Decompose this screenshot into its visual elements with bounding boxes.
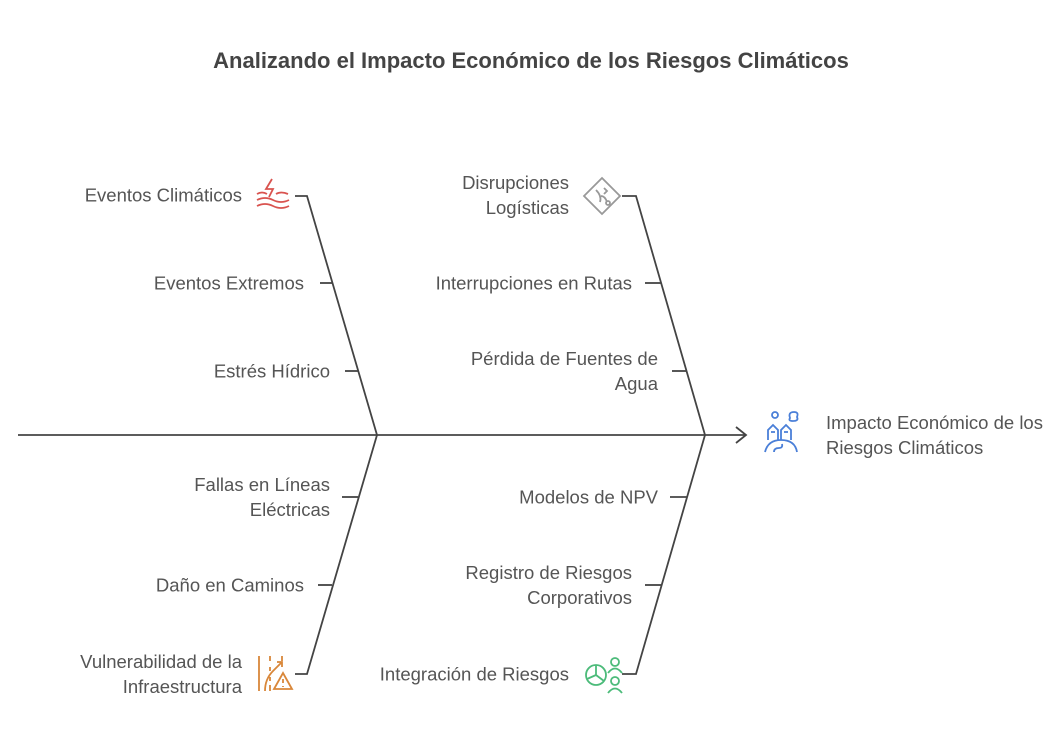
cause-label: Daño en Caminos xyxy=(155,574,304,596)
cause-label: Pérdida de Fuentes de Agua xyxy=(470,348,658,394)
diagram-title: Analizando el Impacto Económico de los R… xyxy=(213,48,849,73)
category-label: Integración de Riesgos xyxy=(379,663,569,685)
route-diamond-icon xyxy=(582,176,622,216)
category-label: Eventos Climáticos xyxy=(84,184,242,206)
effect-label: Impacto Económico de los Riesgos Climáti… xyxy=(826,412,1043,458)
category-label: Disrupciones Logísticas xyxy=(462,172,569,218)
bone-bottom-right xyxy=(622,434,706,675)
pie-people-icon xyxy=(585,657,623,694)
storm-waves-icon xyxy=(256,178,290,209)
cause-label: Interrupciones en Rutas xyxy=(435,272,632,294)
cause-label: Eventos Extremos xyxy=(153,272,304,294)
bone-bottom-left xyxy=(295,434,378,675)
arrow-head xyxy=(735,426,748,444)
category-label: Vulnerabilidad de la Infraestructura xyxy=(80,651,242,697)
cause-label: Fallas en Líneas Eléctricas xyxy=(194,474,330,520)
cause-label: Estrés Hídrico xyxy=(213,360,330,382)
cause-label: Modelos de NPV xyxy=(519,486,658,508)
bone-top-left xyxy=(295,195,378,436)
community-planet-icon xyxy=(764,411,799,453)
bone-top-right xyxy=(622,195,706,436)
cause-label: Registro de Riesgos Corporativos xyxy=(465,562,632,608)
road-warning-icon xyxy=(258,656,294,692)
